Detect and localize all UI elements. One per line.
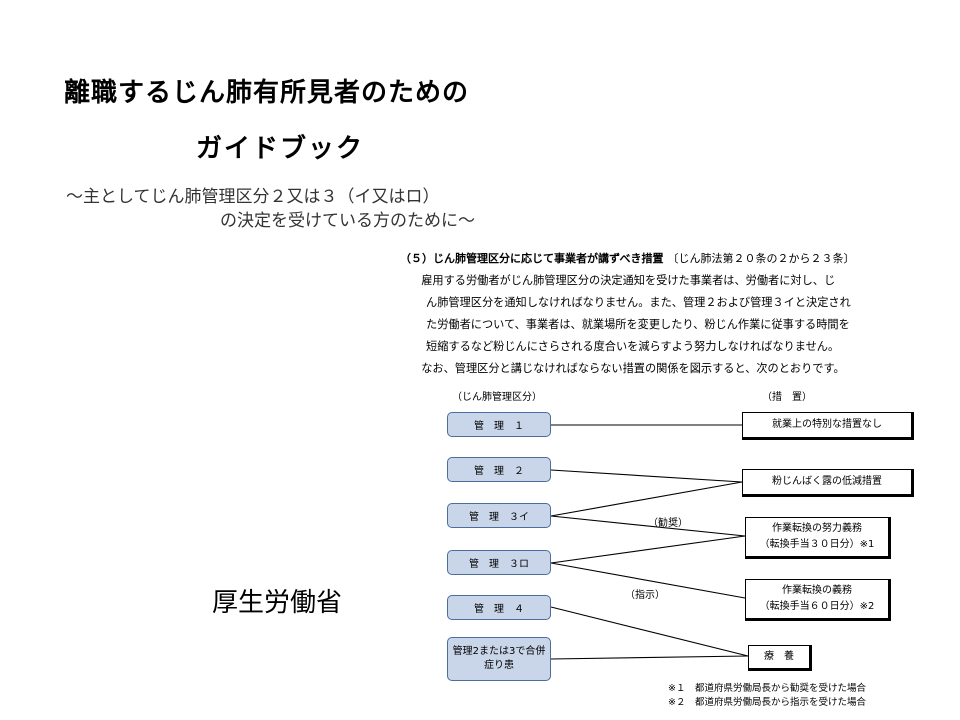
guidebook-title-line2: ガイドブック [196, 134, 365, 164]
measure-dust-reduction: 粉じんばく露の低減措置 [742, 469, 914, 497]
measure-medical-care: 療 養 [748, 645, 812, 671]
connector-2-2 [550, 469, 743, 483]
measure-column-header: （措 置） [762, 392, 812, 403]
paragraph-line: ん肺管理区分を通知しなければなりません。また、管理２および管理３イと決定され [426, 296, 851, 309]
law-reference: 〔じん肺法第２０条の２から２３条〕 [667, 252, 855, 265]
publisher: 厚生労働省 [212, 588, 343, 618]
label-recommend: （勧奨） [648, 518, 688, 529]
measure-transfer-effort-title: 作業転換の努力義務 [772, 523, 862, 534]
category-column-header: （じん肺管理区分） [452, 392, 542, 403]
measure-transfer-obligation-title: 作業転換の義務 [782, 585, 852, 596]
category-kanri-1: 管 理 １ [447, 412, 551, 437]
measure-transfer-obligation-allowance: （転換手当６０日分）※2 [759, 601, 875, 612]
section-title: （５）じん肺管理区分に応じて事業者が講ずべき措置 [400, 252, 664, 265]
paragraph-line: 雇用する労働者がじん肺管理区分の決定通知を受けた事業者は、労働者に対し、じ [410, 274, 836, 287]
connector-comp-5 [550, 655, 749, 660]
footnote-1: ※１ 都道府県労働局長から勧奨を受けた場合 [668, 683, 866, 694]
footnote-2: ※２ 都道府県労働局長から指示を受けた場合 [668, 697, 866, 708]
connector-3b-4 [550, 562, 746, 599]
measure-no-special: 就業上の特別な措置なし [742, 412, 914, 440]
paragraph-line: た労働者について、事業者は、就業場所を変更したり、粉じん作業に従事する時間を [426, 318, 850, 331]
subtitle-line1: 〜主としてじん肺管理区分２又は３（イ又はロ） [66, 187, 440, 207]
category-complication: 管理2または3で合併症り患 [447, 637, 551, 681]
measure-transfer-obligation: 作業転換の義務 （転換手当６０日分）※2 [745, 579, 891, 621]
paragraph-line: 短縮するなど粉じんにさらされる度合いを減らすよう努力しなければなりません。 [426, 340, 840, 353]
category-kanri-4: 管 理 ４ [447, 595, 551, 620]
section-heading: （５）じん肺管理区分に応じて事業者が講ずべき措置〔じん肺法第２０条の２から２３条… [400, 250, 854, 266]
category-kanri-3ro: 管 理 ３ロ [447, 550, 551, 575]
measure-transfer-effort: 作業転換の努力義務 （転換手当３０日分）※1 [745, 517, 891, 559]
label-instruct: （指示） [625, 590, 665, 601]
subtitle-line2: の決定を受けている方のために〜 [220, 211, 475, 231]
connector-4-5 [550, 606, 749, 657]
measure-dust-reduction-label: 粉じんばく露の低減措置 [772, 476, 882, 487]
guidebook-title-line1: 離職するじん肺有所見者のための [64, 78, 470, 108]
connector-3a-2 [550, 481, 743, 517]
category-kanri-3i: 管 理 ３イ [447, 503, 551, 528]
measure-no-special-label: 就業上の特別な措置なし [772, 419, 882, 430]
measure-medical-care-label: 療 養 [764, 651, 794, 662]
connector-3b-3 [550, 535, 746, 564]
paragraph-line: なお、管理区分と講じなければならない措置の関係を図示すると、次のとおりです。 [410, 362, 845, 375]
measure-transfer-effort-allowance: （転換手当３０日分）※1 [759, 539, 875, 550]
category-kanri-2: 管 理 ２ [447, 457, 551, 482]
connector-3a-3 [550, 515, 746, 537]
